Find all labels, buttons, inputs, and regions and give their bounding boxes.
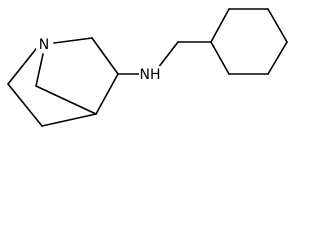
- side-chain: [117, 41, 212, 75]
- atom-labels: N NH: [36, 36, 161, 83]
- amine-nh-bg: [139, 66, 161, 83]
- ring-nitrogen-bg: [36, 36, 52, 53]
- bond-nh-ch2: [157, 41, 179, 69]
- ring-bond-1: [210, 8, 230, 43]
- bond-ch2-c3: [91, 37, 119, 75]
- bond-left-n: [7, 43, 41, 85]
- ring-bond-4: [267, 41, 288, 75]
- ring-nitrogen-label: N: [39, 37, 49, 53]
- bond-n-ch2-top-right: [53, 37, 93, 44]
- molecule-diagram: N NH: [7, 8, 288, 127]
- bond-middle-c4: [35, 85, 97, 115]
- bond-bottom-left-left: [7, 83, 43, 127]
- ring-bond-3: [267, 8, 288, 43]
- bond-c4-bottom-left: [41, 113, 97, 127]
- bond-n-middle: [35, 53, 44, 87]
- ring-bond-6: [210, 41, 230, 75]
- cyclohexane-ring: [210, 8, 288, 75]
- quinuclidine-cage: [7, 37, 119, 127]
- amine-nh-label: NH: [140, 67, 161, 83]
- bond-c3-c4: [95, 73, 119, 115]
